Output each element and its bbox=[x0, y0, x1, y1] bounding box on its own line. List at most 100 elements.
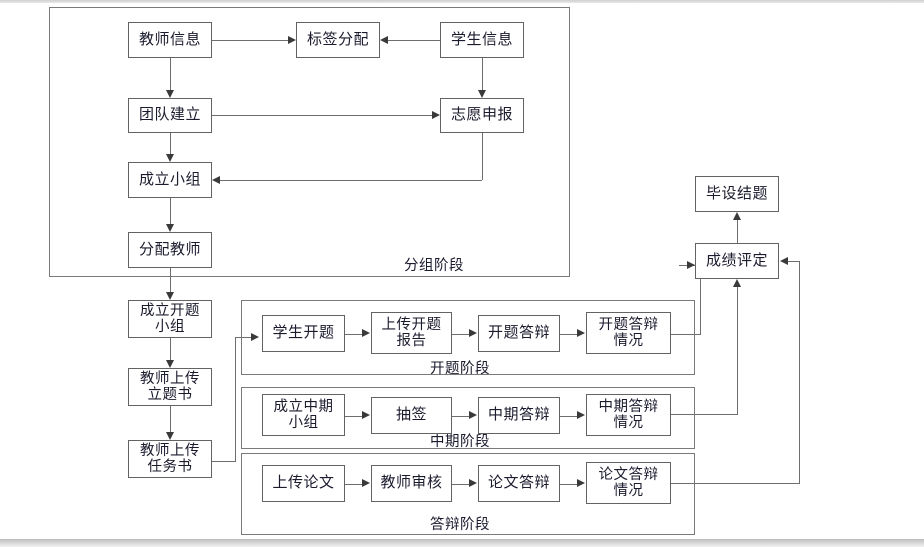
group-label-midterm-stage: 中期阶段 bbox=[430, 434, 490, 450]
arrowhead-to-volunteer-apply bbox=[477, 90, 486, 98]
node-label: 开题答辩 bbox=[487, 324, 550, 342]
edge-task-book-riser bbox=[235, 337, 237, 462]
page-top-rule bbox=[0, 0, 924, 3]
edge-midterm-result-out bbox=[671, 414, 738, 416]
node-form-midterm-group[interactable]: 成立中期 小组 bbox=[262, 394, 345, 436]
node-label: 中期答辩 bbox=[487, 406, 550, 424]
edge-student-info-to-volunteer-apply bbox=[481, 58, 483, 90]
edge-student-info-to-label-assign bbox=[388, 40, 440, 42]
edge-midterm-result-riser bbox=[736, 287, 738, 415]
edge-form-midterm-group-to-draw-lots bbox=[345, 415, 363, 417]
arrowhead-proposal-to-grade-evaluation bbox=[687, 260, 695, 269]
node-label: 成立开题 小组 bbox=[140, 302, 200, 335]
group-box-midterm-stage bbox=[241, 387, 695, 449]
node-proposal-defense[interactable]: 开题答辩 bbox=[478, 315, 560, 352]
arrowhead-to-teacher-review bbox=[362, 479, 370, 487]
node-upload-thesis[interactable]: 上传论文 bbox=[262, 465, 345, 502]
node-label: 毕设结题 bbox=[705, 184, 768, 202]
node-label: 成立小组 bbox=[138, 170, 201, 188]
group-label-proposal-stage: 开题阶段 bbox=[430, 361, 490, 377]
edge-midterm-defense-to-result bbox=[560, 415, 578, 417]
node-label: 学生信息 bbox=[450, 30, 513, 48]
arrowhead-thesis-to-grade-evaluation bbox=[780, 256, 788, 265]
node-midterm-defense-result[interactable]: 中期答辩 情况 bbox=[586, 394, 671, 436]
node-upload-task-book[interactable]: 教师上传 任务书 bbox=[128, 440, 212, 478]
node-student-info[interactable]: 学生信息 bbox=[440, 22, 524, 58]
edge-draw-lots-to-midterm-defense bbox=[452, 415, 470, 417]
arrowhead-to-thesis-defense bbox=[469, 479, 477, 487]
edge-upload-report-to-proposal-defense bbox=[452, 333, 470, 335]
node-label: 成立中期 小组 bbox=[273, 398, 334, 431]
node-midterm-defense[interactable]: 中期答辩 bbox=[478, 397, 560, 434]
node-label: 标签分配 bbox=[306, 30, 369, 48]
edge-thesis-result-out bbox=[671, 483, 800, 485]
arrowhead-to-final-conclusion bbox=[732, 212, 741, 220]
arrowhead-to-form-proposal-group bbox=[165, 292, 174, 300]
node-team-build[interactable]: 团队建立 bbox=[128, 98, 212, 133]
edge-student-proposal-to-upload-report bbox=[345, 333, 363, 335]
arrowhead-to-proposal-defense-result bbox=[577, 329, 585, 337]
arrowhead-midterm-to-grade-evaluation bbox=[732, 279, 741, 287]
node-label: 分配教师 bbox=[138, 240, 201, 258]
node-label: 论文答辩 情况 bbox=[598, 466, 659, 499]
page-bottom-rule bbox=[0, 539, 924, 547]
edge-thesis-result-to-grade bbox=[788, 261, 800, 263]
arrowhead-to-form-group bbox=[165, 154, 174, 162]
node-label-assign[interactable]: 标签分配 bbox=[296, 22, 380, 58]
edge-grade-evaluation-to-final-conclusion bbox=[736, 220, 738, 244]
edge-teacher-info-to-team-build bbox=[169, 58, 171, 90]
edge-thesis-defense-to-result bbox=[560, 483, 578, 485]
edge-volunteer-apply-down bbox=[481, 133, 483, 180]
node-upload-topic-book[interactable]: 教师上传 立题书 bbox=[128, 368, 212, 406]
node-label: 志愿申报 bbox=[450, 106, 513, 124]
arrowhead-to-upload-topic-book bbox=[165, 360, 174, 368]
node-label: 成绩评定 bbox=[705, 251, 768, 269]
arrowhead-to-midterm-defense-result bbox=[577, 411, 585, 419]
node-final-conclusion[interactable]: 毕设结题 bbox=[695, 176, 779, 212]
group-label-grouping-stage: 分组阶段 bbox=[404, 258, 464, 274]
arrowhead-to-team-build bbox=[165, 90, 174, 98]
node-draw-lots[interactable]: 抽签 bbox=[371, 397, 452, 434]
edge-upload-topic-book-to-upload-task-book bbox=[169, 406, 171, 432]
arrowhead-to-form-group-right bbox=[212, 175, 220, 184]
node-teacher-review[interactable]: 教师审核 bbox=[371, 465, 452, 502]
arrowhead-to-assign-teacher bbox=[165, 224, 174, 232]
edge-proposal-defense-to-result bbox=[560, 333, 578, 335]
node-volunteer-apply[interactable]: 志愿申报 bbox=[440, 98, 524, 133]
node-proposal-defense-result[interactable]: 开题答辩 情况 bbox=[586, 312, 671, 354]
node-label: 中期答辩 情况 bbox=[598, 398, 659, 431]
arrowhead-to-thesis-defense-result bbox=[577, 479, 585, 487]
node-teacher-info[interactable]: 教师信息 bbox=[128, 22, 212, 58]
node-thesis-defense[interactable]: 论文答辩 bbox=[478, 465, 560, 502]
node-label: 教师上传 立题书 bbox=[140, 370, 200, 403]
node-label: 教师上传 任务书 bbox=[140, 442, 200, 475]
edge-proposal-result-out bbox=[671, 333, 701, 335]
node-form-group[interactable]: 成立小组 bbox=[128, 162, 212, 198]
arrowhead-to-midterm-defense bbox=[469, 411, 477, 419]
node-assign-teacher[interactable]: 分配教师 bbox=[128, 232, 212, 268]
edge-proposal-result-riser bbox=[700, 265, 702, 334]
edge-volunteer-apply-to-form-group bbox=[220, 179, 482, 181]
arrowhead-to-proposal-defense bbox=[469, 329, 477, 337]
edge-thesis-result-riser bbox=[798, 261, 800, 484]
node-student-proposal[interactable]: 学生开题 bbox=[262, 315, 345, 352]
node-label: 教师信息 bbox=[138, 30, 201, 48]
node-thesis-defense-result[interactable]: 论文答辩 情况 bbox=[586, 462, 671, 504]
arrowhead-to-label-assign-left bbox=[288, 35, 296, 44]
node-label: 学生开题 bbox=[272, 324, 335, 342]
edge-task-book-to-student-proposal bbox=[235, 337, 253, 339]
node-label: 论文答辩 bbox=[487, 474, 550, 492]
node-label: 开题答辩 情况 bbox=[598, 316, 659, 349]
arrowhead-to-draw-lots bbox=[362, 411, 370, 419]
group-box-defense-stage bbox=[241, 453, 695, 535]
arrowhead-to-label-assign-right bbox=[380, 35, 388, 44]
node-grade-evaluation[interactable]: 成绩评定 bbox=[695, 243, 779, 279]
node-label: 上传论文 bbox=[272, 474, 335, 492]
arrowhead-to-upload-task-book bbox=[165, 432, 174, 440]
edge-teacher-info-to-label-assign bbox=[212, 40, 288, 42]
node-form-proposal-group[interactable]: 成立开题 小组 bbox=[128, 300, 212, 338]
node-upload-proposal-report[interactable]: 上传开题 报告 bbox=[371, 312, 452, 354]
edge-teacher-review-to-thesis-defense bbox=[452, 483, 470, 485]
edge-task-book-out bbox=[212, 461, 236, 463]
node-label: 上传开题 报告 bbox=[381, 316, 442, 349]
